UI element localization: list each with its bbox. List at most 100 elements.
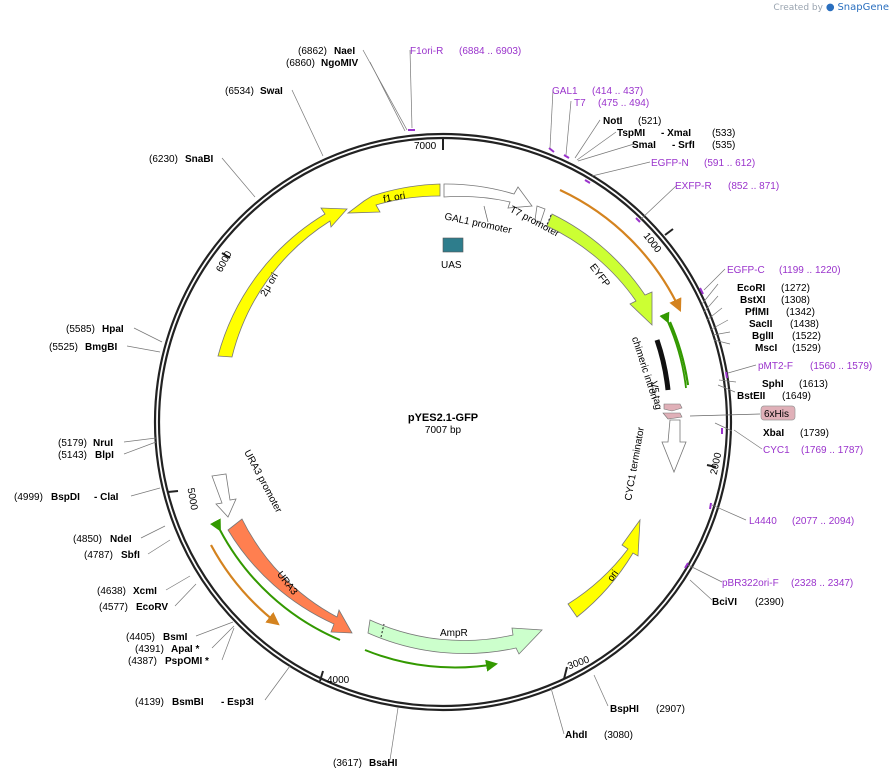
enzyme-name[interactable]: XcmI: [133, 586, 157, 597]
enzyme-pos: (1308): [781, 295, 810, 306]
enzyme-pos: (521): [638, 116, 661, 127]
feature-his-tag-shape[interactable]: [663, 403, 683, 412]
enzyme-name[interactable]: ApaI *: [171, 644, 199, 655]
enzyme-pos: (4405): [126, 632, 155, 643]
enzyme-name[interactable]: SmaI: [632, 140, 656, 151]
feature-his-label-box[interactable]: [760, 405, 796, 421]
enzyme-pos: (4850): [73, 534, 102, 545]
enzyme-name[interactable]: BsmI: [163, 632, 188, 643]
enzyme-name[interactable]: MscI: [755, 343, 777, 354]
tick-label-1000: 1000: [641, 231, 664, 256]
enzyme-extra: - XmaI: [661, 128, 691, 139]
feature-2mu-ori[interactable]: [217, 207, 348, 358]
feature-ura3-promoter[interactable]: [211, 473, 237, 518]
enzyme-name[interactable]: BciVI: [712, 597, 737, 608]
enzyme-name[interactable]: SwaI: [260, 86, 283, 97]
enzyme-name[interactable]: SacII: [749, 319, 773, 330]
primer-range: (1560 .. 1579): [810, 361, 872, 372]
primer-name[interactable]: L4440: [749, 516, 777, 527]
primer-name[interactable]: CYC1: [763, 445, 790, 456]
enzyme-labels: (6862) NaeI (6860) NgoMIV (6534) SwaI (6…: [14, 46, 829, 769]
enzyme-name[interactable]: BmgBI: [85, 342, 117, 353]
feature-label-uas: UAS: [441, 260, 462, 271]
feature-label-f1-ori: f1 ori: [382, 191, 406, 206]
leader-lines: [123, 49, 763, 761]
enzyme-extra: - ClaI: [94, 492, 119, 503]
enzyme-name[interactable]: TspMI: [617, 128, 645, 139]
feature-eyfp[interactable]: [546, 213, 653, 326]
enzyme-name[interactable]: BstXI: [740, 295, 766, 306]
primer-ticks: [408, 129, 728, 569]
enzyme-pos: (1649): [782, 391, 811, 402]
credit-prefix: Created by: [773, 3, 823, 13]
primer-name[interactable]: F1ori-R: [410, 46, 443, 57]
enzyme-pos: (5525): [49, 342, 78, 353]
primer-arrow-eyfp-green: [668, 321, 690, 386]
enzyme-name[interactable]: EcoRI: [737, 283, 766, 294]
feature-gal1-promoter[interactable]: [443, 183, 533, 209]
feature-f1-ori[interactable]: [346, 183, 441, 214]
primer-arrow-green-right: [659, 311, 687, 389]
enzyme-name[interactable]: BsmBI: [172, 697, 204, 708]
feature-ura3[interactable]: [227, 518, 353, 634]
backbone-inner: [157, 136, 729, 708]
feature-t7-promoter[interactable]: [534, 205, 546, 225]
primer-name[interactable]: GAL1: [552, 86, 578, 97]
enzyme-pos: (4577): [99, 602, 128, 613]
enzyme-pos: (6230): [149, 154, 178, 165]
primer-name[interactable]: pMT2-F: [758, 361, 793, 372]
primer-range: (1199 .. 1220): [779, 265, 841, 276]
tick-label-4000: 4000: [327, 675, 350, 686]
primer-name[interactable]: pBR322ori-F: [722, 578, 779, 589]
feature-cyc1-terminator[interactable]: [661, 419, 687, 474]
primer-name[interactable]: T7: [574, 98, 586, 109]
plasmid-length: 7007 bp: [425, 425, 462, 436]
enzyme-name[interactable]: BsaHI: [369, 758, 398, 769]
enzyme-pos: (5143): [58, 450, 87, 461]
enzyme-name[interactable]: XbaI: [763, 428, 784, 439]
feature-chimeric-intron-bar[interactable]: [654, 339, 671, 391]
enzyme-name[interactable]: EcoRV: [136, 602, 168, 613]
enzyme-name[interactable]: NdeI: [110, 534, 132, 545]
primer-labels: F1ori-R (6884 .. 6903) GAL1 (414 .. 437)…: [410, 46, 872, 589]
enzyme-name[interactable]: BspDI: [51, 492, 80, 503]
enzyme-name[interactable]: BspHI: [610, 704, 639, 715]
primer-name[interactable]: EXFP-R: [675, 181, 712, 192]
primer-name[interactable]: EGFP-C: [727, 265, 765, 276]
enzyme-name[interactable]: NaeI: [334, 46, 355, 57]
enzyme-name[interactable]: BglII: [752, 331, 774, 342]
tick-label-6000: 6000: [214, 249, 234, 274]
feature-ampr[interactable]: [367, 619, 543, 655]
enzyme-pos: (1438): [790, 319, 819, 330]
enzyme-pos: (1272): [781, 283, 810, 294]
primer-name[interactable]: EGFP-N: [651, 158, 689, 169]
enzyme-name[interactable]: PspOMI *: [165, 656, 209, 667]
feature-his-tag-shape-2[interactable]: [662, 412, 683, 420]
enzyme-name[interactable]: BlpI: [95, 450, 114, 461]
feature-ori[interactable]: [567, 518, 641, 618]
enzyme-name[interactable]: SbfI: [121, 550, 140, 561]
enzyme-pos: (5585): [66, 324, 95, 335]
enzyme-name[interactable]: SphI: [762, 379, 784, 390]
enzyme-name[interactable]: NgoMIV: [321, 58, 359, 69]
enzyme-name[interactable]: NruI: [93, 438, 113, 449]
enzyme-name[interactable]: BstEII: [737, 391, 766, 402]
enzyme-pos: (3080): [604, 730, 633, 741]
enzyme-pos: (1529): [792, 343, 821, 354]
primer-range: (2328 .. 2347): [791, 578, 853, 589]
enzyme-name[interactable]: HpaI: [102, 324, 124, 335]
tick-label-3000: 3000: [566, 654, 591, 672]
feature-label-gal1-promoter: GAL1 promoter: [443, 211, 513, 236]
primer-arrow-ampr-green: [364, 649, 498, 672]
enzyme-name[interactable]: SnaBI: [185, 154, 214, 165]
feature-label-cyc1-terminator: CYC1 terminator: [623, 426, 647, 502]
enzyme-pos: (6860): [286, 58, 315, 69]
enzyme-name[interactable]: NotI: [603, 116, 623, 127]
feature-uas[interactable]: [442, 237, 464, 253]
tick-label-5000: 5000: [185, 487, 200, 511]
backbone-outer: [153, 132, 733, 712]
feature-label-ori: ori: [606, 568, 621, 583]
enzyme-pos: (4787): [84, 550, 113, 561]
enzyme-name[interactable]: AhdI: [565, 730, 587, 741]
enzyme-name[interactable]: PflMI: [745, 307, 769, 318]
